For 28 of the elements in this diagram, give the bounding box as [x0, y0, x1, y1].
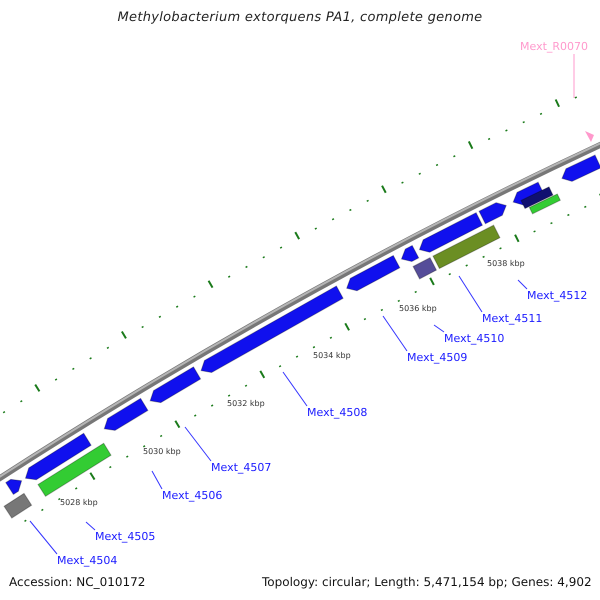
gene-label: Mext_4505: [95, 530, 156, 544]
gene-label: Mext_4504: [57, 554, 118, 568]
gene-label: Mext_4512: [527, 289, 588, 303]
scale-label: 5030 kbp: [143, 447, 181, 457]
scale-label: 5038 kbp: [487, 259, 525, 269]
leader-line: [152, 470, 162, 490]
leader-line: [184, 426, 212, 462]
scale-label: 5036 kbp: [399, 304, 437, 314]
title: Methylobacterium extorquens PA1, complete genome: [116, 10, 484, 25]
accession-text: Accession: NC_010172: [9, 574, 146, 590]
scale-label: 5028 kbp: [60, 498, 98, 508]
gene-label: Mext_4511: [482, 312, 542, 326]
gene-label: Mext_4507: [211, 461, 272, 475]
leader-line: [434, 324, 444, 332]
gene-label: Mext_4506: [162, 489, 222, 503]
leader-line: [30, 520, 58, 554]
gene-label: Mext_4509: [407, 351, 468, 365]
leader-line: [282, 372, 308, 406]
scale-label: 5034 kbp: [313, 351, 351, 361]
leader-line: [458, 276, 482, 312]
gene-label: Mext_4510: [444, 332, 504, 346]
gene-label: Mext_R0070: [520, 40, 588, 54]
leader-line: [382, 316, 408, 352]
genome-summary-text: Topology: circular; Length: 5,471,154 bp; Genes: 4,902: [262, 574, 592, 590]
leader-line: [86, 522, 96, 530]
leader-line: [518, 280, 528, 290]
scale-label: 5032 kbp: [227, 399, 265, 409]
gene-label: Mext_4508: [307, 406, 368, 420]
